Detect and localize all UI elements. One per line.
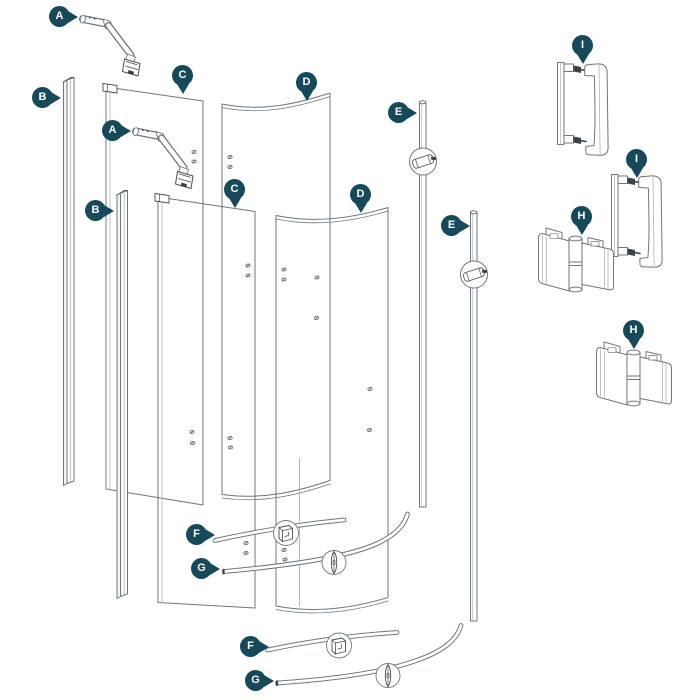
support-arm-a2 <box>133 127 193 188</box>
pivot-rod-e1 <box>409 100 438 508</box>
callout-c2: C <box>224 179 245 208</box>
rail-clamp-detail <box>331 637 346 655</box>
fixed-glass-panel-c2 <box>154 193 256 609</box>
callout-f2: F <box>240 636 269 657</box>
callout-d2: D <box>350 184 371 213</box>
rail-clamp-detail <box>278 525 293 542</box>
hinge-h1 <box>538 227 614 293</box>
callout-a1: A <box>49 6 78 27</box>
wall-profile-b2 <box>116 190 128 599</box>
callout-d1: D <box>296 72 317 101</box>
callout-c1: C <box>172 65 193 94</box>
callout-h1: H <box>571 206 592 235</box>
callout-i2: I <box>626 149 647 178</box>
rod-clamp-knob <box>460 260 489 289</box>
callout-a2: A <box>102 120 131 141</box>
curved-door-panel-d2 <box>275 207 389 614</box>
callout-h2: H <box>623 320 644 349</box>
bottom-rail-g2 <box>275 623 464 688</box>
rod-clamp-knob <box>409 147 438 176</box>
callout-b2: B <box>85 200 114 221</box>
callout-e2: E <box>441 215 470 236</box>
callout-f1: F <box>186 524 215 545</box>
callout-b1: B <box>32 87 61 108</box>
rail-roller-detail <box>384 664 392 687</box>
callout-g1: G <box>191 558 220 579</box>
hinge-h2 <box>596 341 672 407</box>
bottom-rail-g1 <box>222 511 410 575</box>
rail-roller-detail <box>330 551 338 574</box>
wall-profile-b1 <box>63 77 75 486</box>
door-handle-i1 <box>556 61 609 157</box>
callout-g2: G <box>245 670 274 691</box>
door-handle-i2 <box>610 173 663 269</box>
curved-door-panel-d1 <box>221 92 331 501</box>
pivot-rod-e2 <box>460 210 489 622</box>
fixed-glass-panel-c1 <box>102 83 204 506</box>
callout-i1: I <box>572 35 593 64</box>
top-rail-f2 <box>265 630 400 659</box>
top-rail-f1 <box>212 517 347 546</box>
support-arm-a1 <box>80 15 140 76</box>
callout-e1: E <box>388 102 417 123</box>
